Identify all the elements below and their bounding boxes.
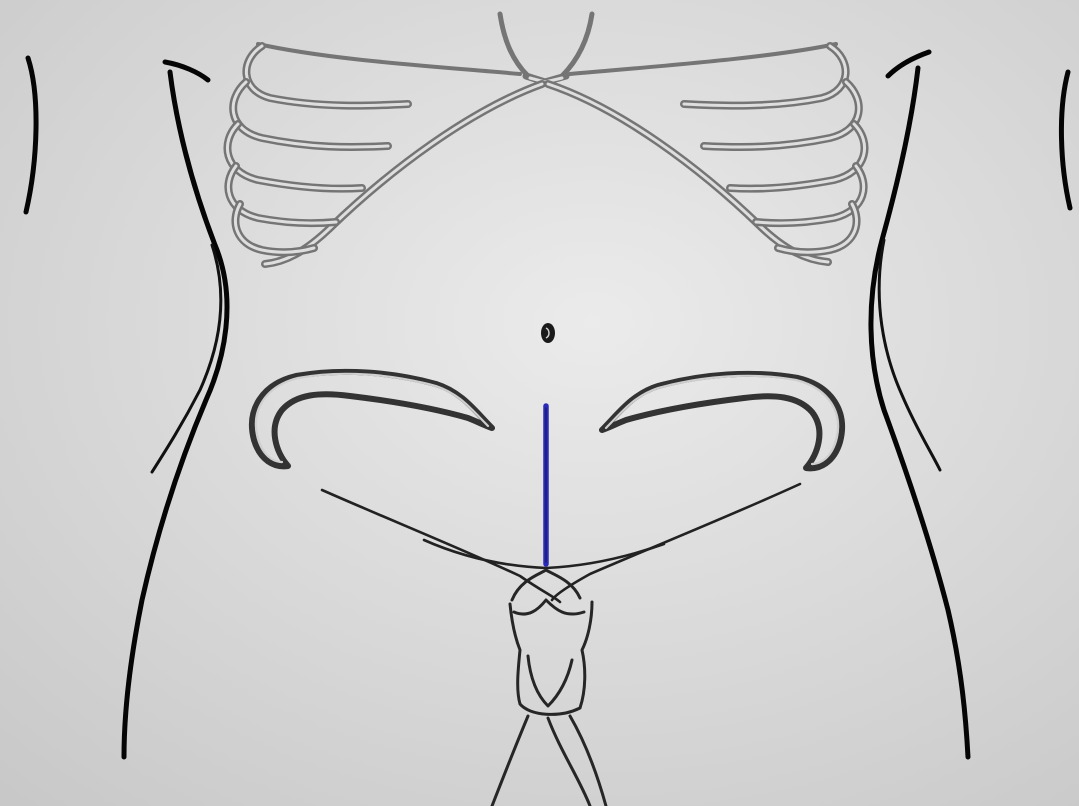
- umbilicus: [541, 323, 555, 343]
- umbilicus-mark: [541, 323, 555, 343]
